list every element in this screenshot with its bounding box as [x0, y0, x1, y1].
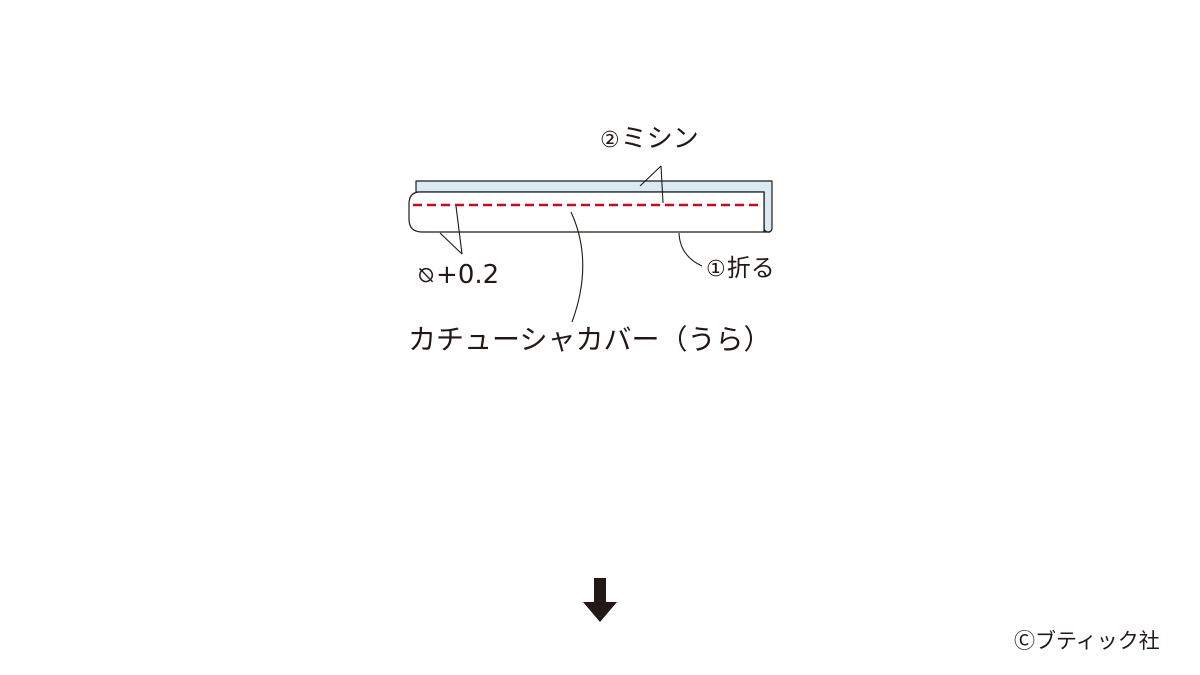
cover-label: カチューシャカバー（うら）: [408, 323, 772, 356]
size-text: +0.2: [436, 260, 500, 290]
fold-label: ①折る: [706, 256, 775, 281]
diameter-icon: ⦰: [418, 263, 435, 287]
size-leader-line: [439, 232, 463, 255]
size-label: ⦰+0.2: [418, 262, 499, 288]
size-leader-line: [455, 205, 463, 255]
stitch-leader-line: [639, 165, 662, 187]
down-arrow-icon: [583, 578, 617, 622]
stitch-leader-line: [660, 165, 664, 204]
stitch-label: ②ミシン: [600, 126, 699, 152]
copyright-credit: Ⓒブティック社: [1014, 629, 1160, 653]
stitch-text: ミシン: [620, 124, 699, 154]
step-number: ①: [706, 257, 726, 282]
cover-leader-line: [570, 211, 584, 323]
step-number: ②: [600, 128, 620, 153]
fold-text: 折る: [726, 254, 775, 282]
fabric-front-layer: [408, 191, 765, 233]
fold-leader-line: [678, 232, 703, 267]
